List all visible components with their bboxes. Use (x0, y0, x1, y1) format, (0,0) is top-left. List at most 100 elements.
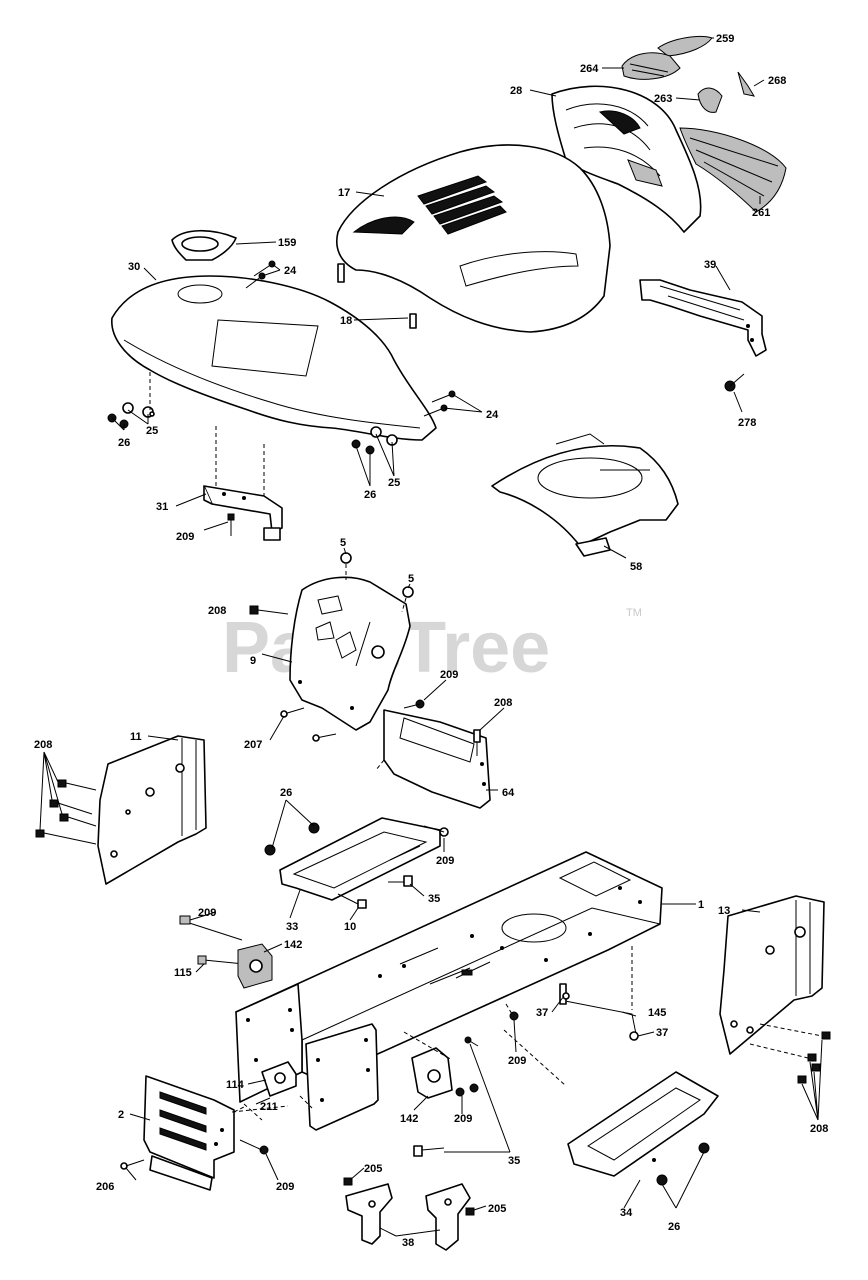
callout-142-b: 142 (400, 1113, 418, 1125)
bolt-209-e (505, 1003, 519, 1021)
callout-263: 263 (654, 93, 672, 105)
callout-208-a: 208 (208, 605, 226, 617)
callout-labels: 259 264 268 28 263 261 17 159 24 30 18 3… (34, 33, 828, 1249)
bolt-209-c (423, 825, 449, 837)
bolts-208-d (749, 1023, 831, 1084)
callout-39: 39 (704, 259, 716, 271)
bolt-209-d (179, 915, 243, 941)
callout-10: 10 (344, 921, 356, 933)
bolt-206 (120, 1159, 145, 1170)
callout-278: 278 (738, 417, 756, 429)
callout-58: 58 (630, 561, 642, 573)
part-114-hitch (261, 1061, 297, 1097)
plate-center (305, 1023, 379, 1131)
part-159-fuel-cap (171, 229, 237, 261)
callout-205-a: 205 (364, 1163, 382, 1175)
callout-26-left: 26 (118, 437, 130, 449)
callout-209-f: 209 (454, 1113, 472, 1125)
part-259-trim (657, 35, 713, 57)
bolt-278 (724, 373, 745, 392)
nut-37-b (629, 1031, 639, 1041)
callout-18: 18 (340, 315, 352, 327)
part-264-lens (621, 52, 681, 80)
callout-37-b: 37 (656, 1027, 668, 1039)
callout-37-a: 37 (536, 1007, 548, 1019)
callout-38: 38 (402, 1237, 414, 1249)
bolt-205-a (343, 1177, 353, 1186)
callout-28: 28 (510, 85, 522, 97)
bolt-35-b (413, 1036, 479, 1157)
part-31-bracket (203, 485, 283, 541)
callout-5-a: 5 (340, 537, 346, 549)
callout-25-left: 25 (146, 425, 158, 437)
bolt-205-b (465, 1207, 475, 1216)
bolt-207 (280, 707, 337, 742)
part-39-bracket (639, 279, 767, 357)
part-142-bracket-b (411, 1047, 453, 1099)
callout-209-e: 209 (508, 1055, 526, 1067)
part-13-side-plate (719, 895, 825, 1055)
watermark-trademark: TM (626, 607, 642, 619)
bolt-208-b (473, 729, 481, 756)
callout-9: 9 (250, 655, 256, 667)
bolt-35-a (388, 875, 413, 887)
callout-114: 114 (226, 1079, 245, 1091)
callout-5-b: 5 (408, 573, 414, 585)
hardware-25-26-right (351, 426, 398, 455)
callout-1: 1 (698, 899, 704, 911)
rod-145 (559, 983, 637, 1035)
callout-268: 268 (768, 75, 786, 87)
part-38-bracket-a (345, 1183, 393, 1245)
callout-34: 34 (620, 1207, 633, 1219)
callout-25-right: 25 (388, 477, 400, 489)
part-268-clip (737, 71, 756, 97)
part-33-footrest (279, 817, 441, 901)
callout-142-a: 142 (284, 939, 302, 951)
nut-37-a (562, 992, 570, 1000)
callout-259: 259 (716, 33, 734, 45)
callout-208-b: 208 (494, 697, 512, 709)
callout-261: 261 (752, 207, 770, 219)
callout-30: 30 (128, 261, 140, 273)
callout-26-right: 26 (364, 489, 376, 501)
part-1-frame (235, 851, 663, 1081)
callout-35-b: 35 (508, 1155, 520, 1167)
callout-209-c: 209 (436, 855, 454, 867)
part-18-pin (337, 263, 417, 329)
nuts-26-d (656, 1142, 710, 1186)
bolt-208-a (249, 605, 289, 615)
callout-211: 211 (260, 1101, 278, 1113)
callout-208-d: 208 (810, 1123, 828, 1135)
callout-145: 145 (648, 1007, 666, 1019)
part-261-screen (679, 127, 787, 213)
bolt-209-f (455, 1083, 479, 1097)
callout-33: 33 (286, 921, 298, 933)
bolt-115 (197, 955, 245, 965)
bolts-208-c (35, 779, 97, 845)
nuts-26-c (264, 822, 320, 856)
callout-205-b: 205 (488, 1203, 506, 1215)
part-2-front-bracket (143, 1075, 235, 1191)
part-34-footrest (567, 1071, 719, 1177)
part-58-dash-panel (491, 433, 679, 557)
part-142-bracket-a (237, 943, 273, 989)
callout-207: 207 (244, 739, 262, 751)
callout-115: 115 (174, 967, 192, 979)
callout-208-c: 208 (34, 739, 52, 751)
part-17-hood (336, 144, 611, 333)
bolt-209-a (227, 513, 235, 536)
part-11-side-plate (97, 735, 207, 885)
part-263-light (697, 87, 723, 113)
callout-17: 17 (338, 187, 350, 199)
callout-13: 13 (718, 905, 730, 917)
callout-209-b: 209 (440, 669, 458, 681)
callout-209-a: 209 (176, 531, 194, 543)
bolt-209-g (239, 1139, 269, 1155)
part-30-fender (111, 275, 437, 441)
bolt-10 (337, 893, 367, 909)
part-64-bracket (375, 709, 491, 809)
callout-2: 2 (118, 1109, 124, 1121)
callout-35-a: 35 (428, 893, 440, 905)
part-9-dash (289, 576, 411, 731)
